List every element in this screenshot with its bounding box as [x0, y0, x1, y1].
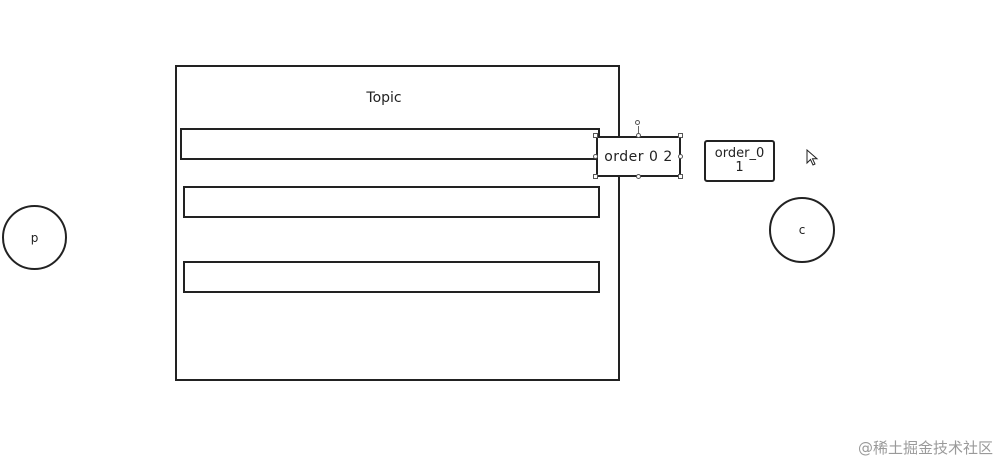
topic-label: Topic — [366, 90, 402, 106]
message-order-0-2-label: order 0 2 — [604, 148, 673, 165]
producer-node[interactable]: p — [2, 205, 67, 270]
consumer-label: c — [798, 223, 806, 237]
resize-handle-bottom-left[interactable] — [593, 174, 598, 179]
resize-handle-bottom[interactable] — [636, 174, 641, 179]
producer-label: p — [30, 230, 39, 245]
rotation-handle-line — [638, 126, 639, 136]
resize-handle-top-right[interactable] — [678, 133, 683, 138]
topic-queue-2[interactable] — [183, 186, 600, 218]
message-order-0-1-line1: order_0 — [714, 146, 765, 161]
resize-handle-bottom-right[interactable] — [678, 174, 683, 179]
message-order-0-2[interactable]: order 0 2 — [596, 136, 681, 177]
watermark: @稀土掘金技术社区 — [857, 439, 993, 457]
mouse-pointer-icon — [806, 149, 819, 166]
resize-handle-left[interactable] — [593, 154, 598, 159]
message-order-0-1[interactable]: order_0 1 — [704, 140, 775, 182]
resize-handle-right[interactable] — [678, 154, 683, 159]
topic-box[interactable] — [175, 65, 620, 381]
resize-handle-top[interactable] — [636, 133, 641, 138]
topic-queue-3[interactable] — [183, 261, 600, 293]
consumer-node[interactable]: c — [769, 197, 835, 263]
topic-queue-1[interactable] — [180, 128, 600, 160]
message-order-0-1-line2: 1 — [735, 160, 744, 175]
rotation-handle[interactable] — [635, 120, 640, 125]
resize-handle-top-left[interactable] — [593, 133, 598, 138]
